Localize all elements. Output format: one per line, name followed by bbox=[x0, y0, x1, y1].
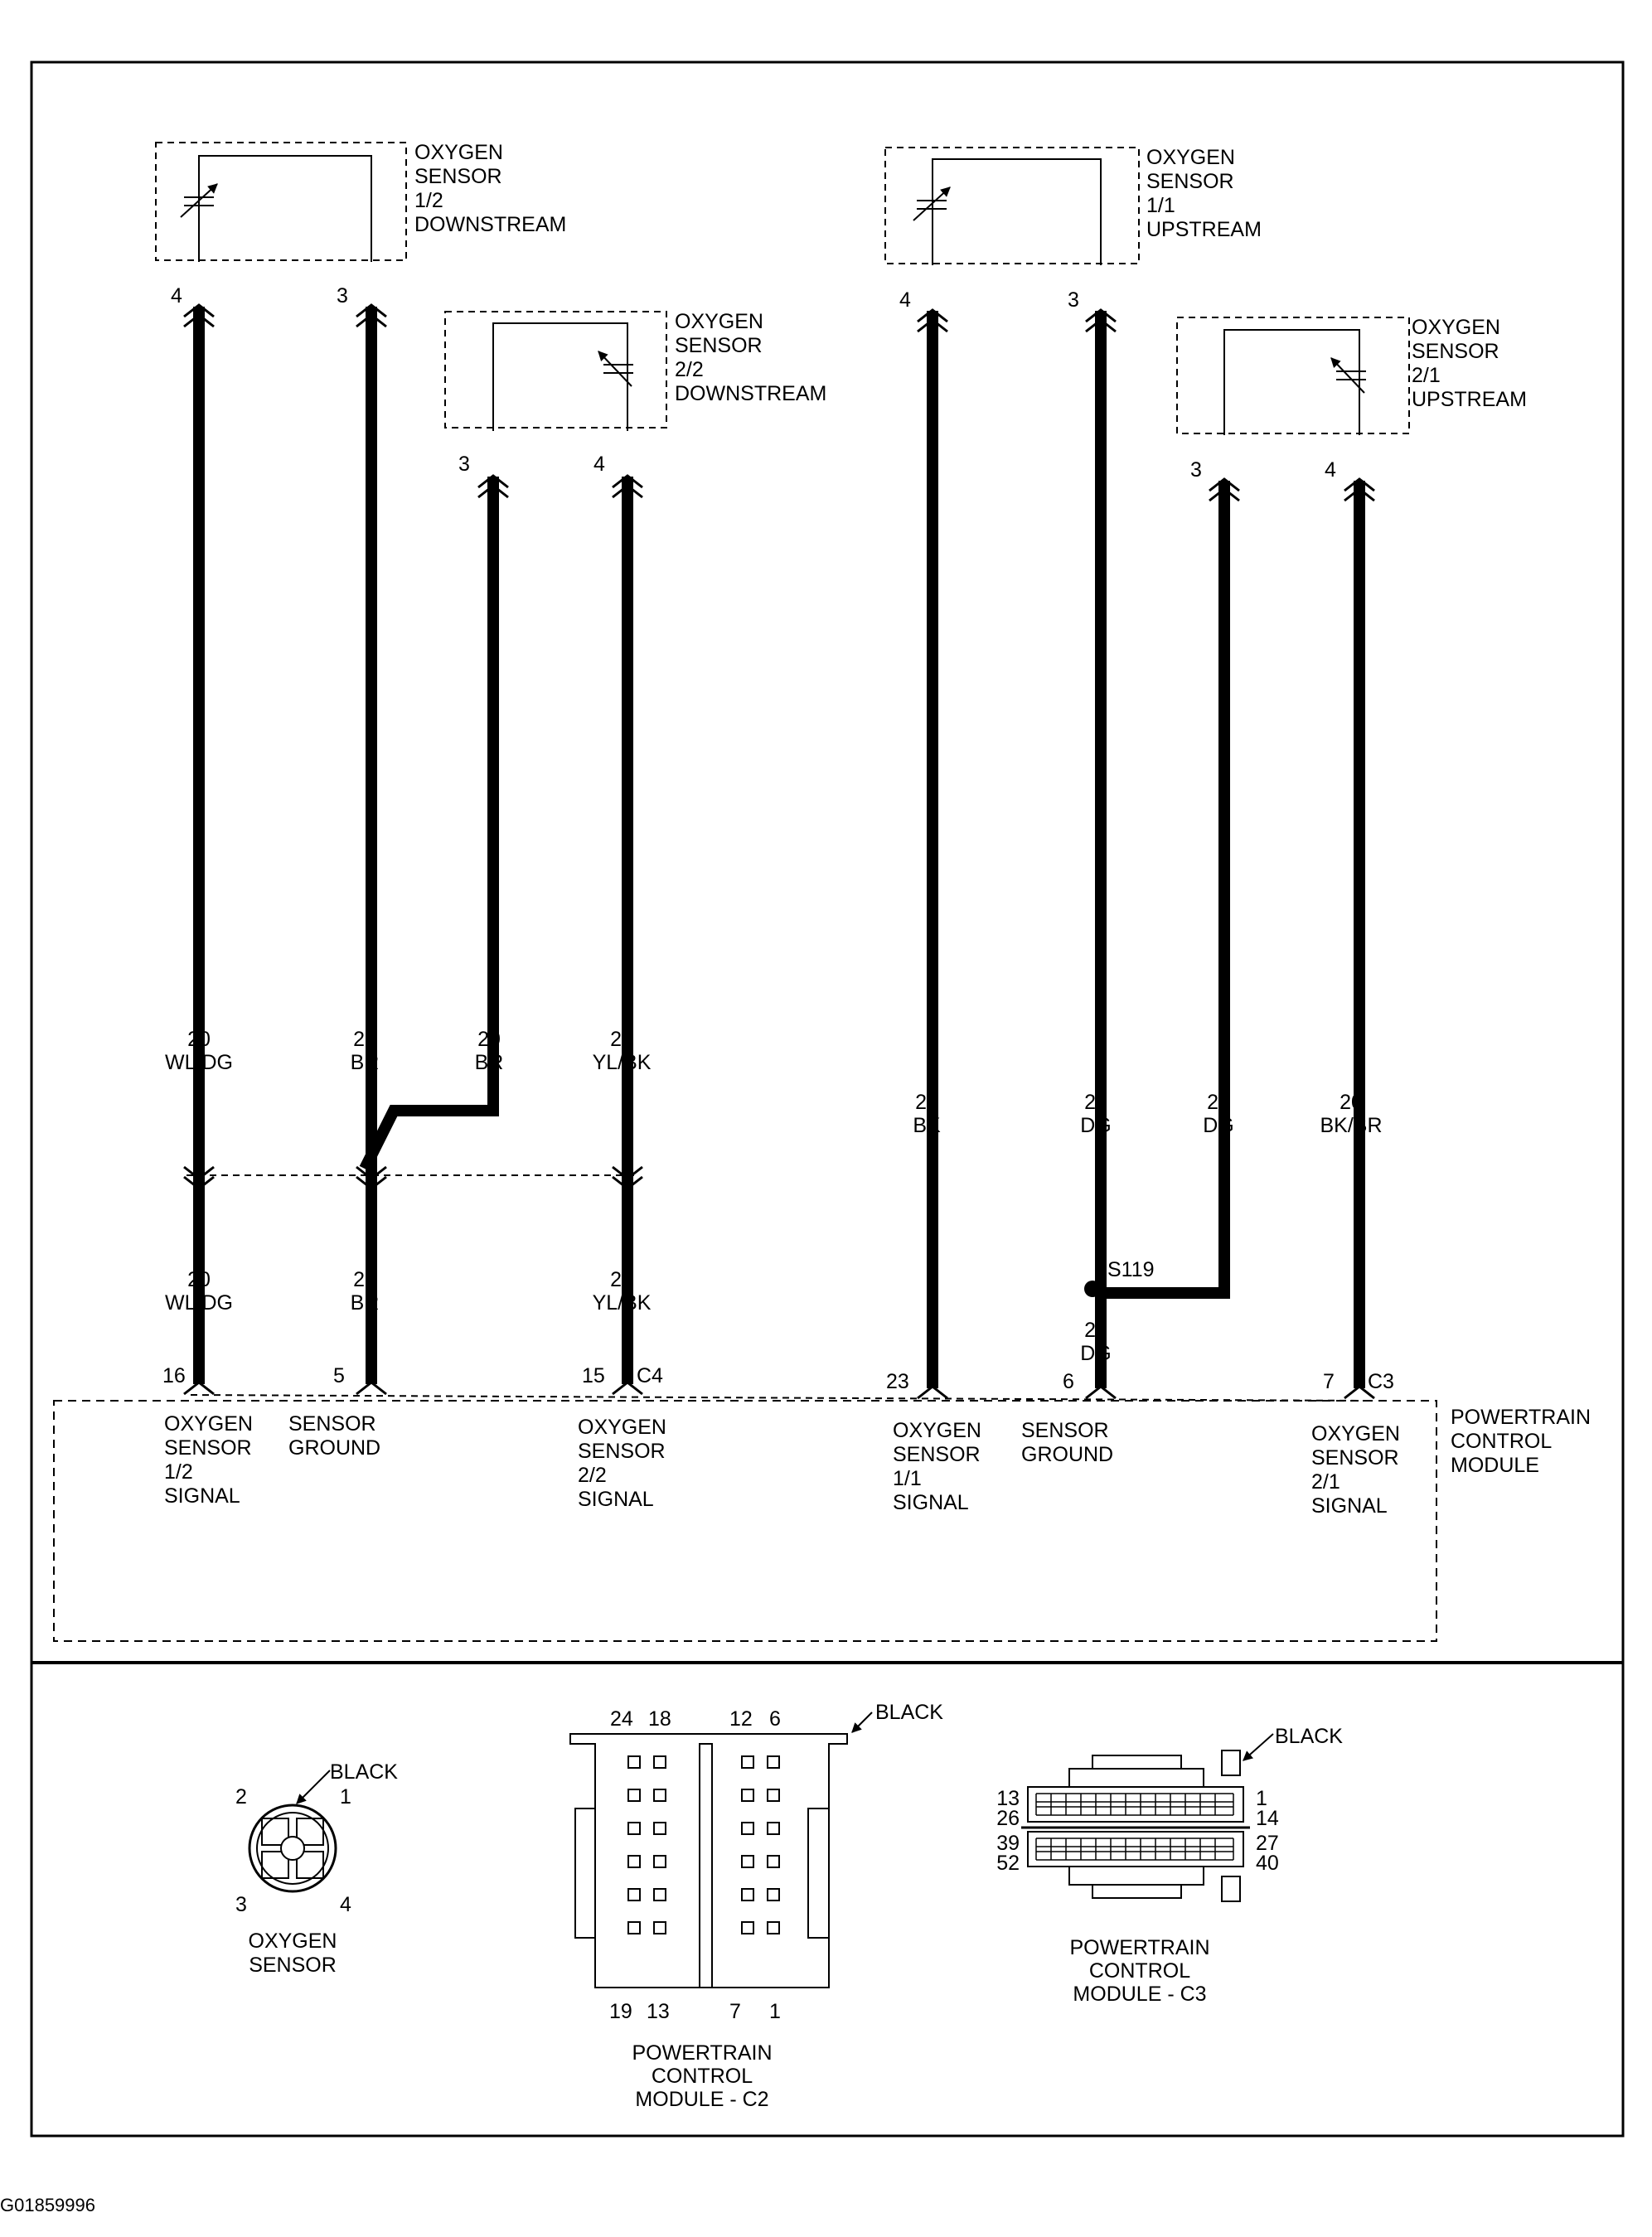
connector-color: BLACK bbox=[330, 1760, 398, 1784]
svg-text:3: 3 bbox=[458, 453, 470, 476]
svg-text:18: 18 bbox=[648, 1707, 671, 1731]
svg-text:26: 26 bbox=[996, 1807, 1020, 1830]
svg-text:19: 19 bbox=[609, 2000, 632, 2023]
svg-text:13: 13 bbox=[647, 2000, 670, 2023]
variable-resistor-icon bbox=[180, 183, 218, 218]
svg-text:7: 7 bbox=[729, 2000, 741, 2023]
svg-text:4: 4 bbox=[340, 1893, 351, 1916]
pcm-pin-chevrons bbox=[183, 1381, 1375, 1400]
pcm-box bbox=[53, 1400, 1437, 1642]
svg-text:52: 52 bbox=[996, 1852, 1020, 1875]
svg-text:1: 1 bbox=[769, 2000, 781, 2023]
svg-text:C3: C3 bbox=[1368, 1370, 1394, 1393]
svg-text:4: 4 bbox=[171, 284, 182, 307]
connector-color: BLACK bbox=[875, 1701, 943, 1724]
svg-text:39: 39 bbox=[996, 1832, 1020, 1855]
sensor-pin-numbers: 4 3 3 4 4 3 3 4 bbox=[171, 284, 1336, 482]
svg-text:6: 6 bbox=[1063, 1370, 1074, 1393]
svg-text:12: 12 bbox=[729, 1707, 753, 1731]
sensor-box-2-2: OXYGEN SENSOR 2/2 DOWNSTREAM bbox=[444, 310, 826, 431]
svg-text:4: 4 bbox=[1325, 458, 1336, 482]
pcm-c3-connector-view bbox=[1021, 1733, 1274, 1902]
c2-pin-grid bbox=[627, 1755, 780, 1934]
figure-id: G01859996 bbox=[0, 2195, 95, 2215]
svg-text:3: 3 bbox=[337, 284, 348, 307]
splice-s119 bbox=[1084, 1281, 1101, 1297]
sensor-label: OXYGEN SENSOR 2/1 UPSTREAM bbox=[1412, 316, 1527, 411]
svg-text:15: 15 bbox=[582, 1364, 605, 1387]
svg-text:4: 4 bbox=[899, 288, 911, 312]
c3-pin-grid bbox=[1035, 1793, 1234, 1861]
sensor-label: OXYGEN SENSOR 1/1 UPSTREAM bbox=[1146, 146, 1262, 241]
svg-text:24: 24 bbox=[610, 1707, 633, 1731]
splice-label: S119 bbox=[1107, 1258, 1155, 1281]
sensor-box-1-1: OXYGEN SENSOR 1/1 UPSTREAM bbox=[884, 146, 1262, 265]
svg-text:16: 16 bbox=[162, 1364, 186, 1387]
svg-text:1: 1 bbox=[340, 1785, 351, 1808]
svg-text:23: 23 bbox=[886, 1370, 909, 1393]
pcm-pin-numbers: 16 5 15 23 6 7 C4 C3 bbox=[162, 1364, 1394, 1393]
connector-color: BLACK bbox=[1275, 1725, 1343, 1748]
inline-connector-chevrons bbox=[183, 1165, 643, 1190]
svg-text:C4: C4 bbox=[637, 1364, 663, 1387]
pcm-pin-line bbox=[190, 1394, 1369, 1402]
svg-text:3: 3 bbox=[1190, 458, 1202, 482]
sensor-label: OXYGEN SENSOR 1/2 DOWNSTREAM bbox=[414, 141, 566, 236]
svg-text:6: 6 bbox=[769, 1707, 781, 1731]
sensor-label: OXYGEN SENSOR 2/2 DOWNSTREAM bbox=[675, 310, 826, 405]
sensor-pin-chevrons bbox=[183, 303, 1375, 502]
svg-text:7: 7 bbox=[1323, 1370, 1335, 1393]
svg-text:3: 3 bbox=[1068, 288, 1079, 312]
variable-resistor-icon bbox=[913, 186, 951, 221]
svg-text:1: 1 bbox=[1256, 1787, 1267, 1810]
svg-text:40: 40 bbox=[1256, 1852, 1279, 1875]
wire-dg-2-1 bbox=[1101, 481, 1230, 1299]
svg-text:27: 27 bbox=[1256, 1832, 1279, 1855]
pcm-c2-connector-view bbox=[569, 1712, 873, 1988]
svg-text:13: 13 bbox=[996, 1787, 1020, 1810]
svg-text:2: 2 bbox=[235, 1785, 247, 1808]
variable-resistor-icon bbox=[1330, 357, 1366, 394]
variable-resistor-icon bbox=[598, 351, 633, 387]
sensor-box-2-1: OXYGEN SENSOR 2/1 UPSTREAM bbox=[1176, 316, 1527, 435]
wire-br-2-2 bbox=[359, 477, 499, 1172]
wires bbox=[193, 307, 1365, 1388]
svg-text:14: 14 bbox=[1256, 1807, 1279, 1830]
svg-text:4: 4 bbox=[593, 453, 605, 476]
diagram-frame bbox=[30, 61, 1625, 2138]
svg-text:5: 5 bbox=[333, 1364, 345, 1387]
sensor-box-1-2: OXYGEN SENSOR 1/2 DOWNSTREAM bbox=[155, 141, 566, 262]
pcm-label: POWERTRAIN CONTROL MODULE bbox=[1451, 1406, 1596, 1477]
svg-text:3: 3 bbox=[235, 1893, 247, 1916]
